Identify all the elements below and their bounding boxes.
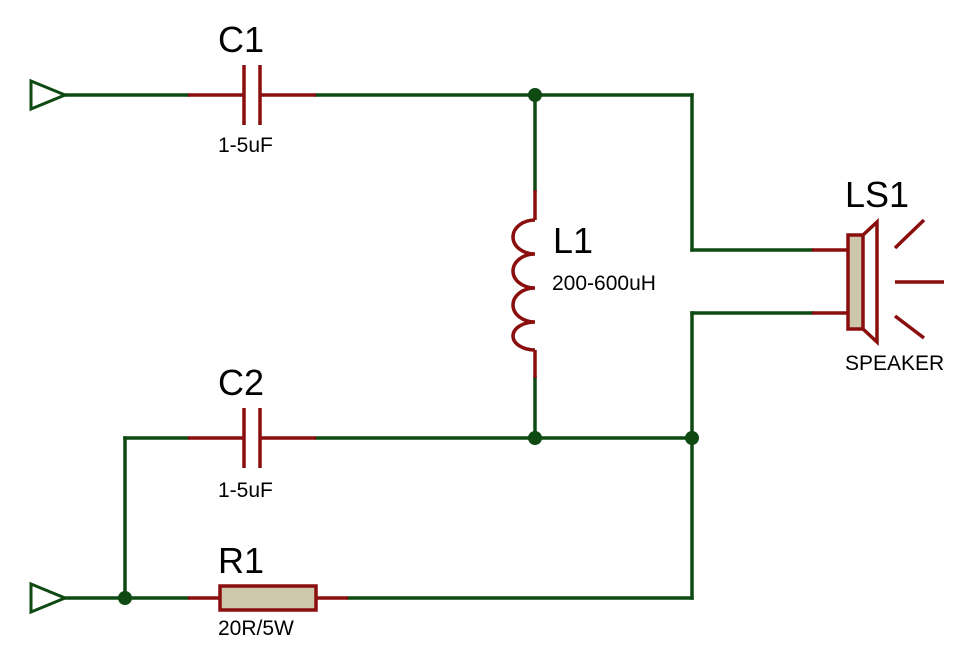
junction-top bbox=[528, 88, 542, 102]
resistor-r1 bbox=[188, 584, 348, 612]
c1-value-label: 1-5uF bbox=[218, 134, 273, 157]
junction-bottom-left bbox=[118, 591, 132, 605]
l1-ref-label: L1 bbox=[553, 220, 593, 261]
junction-mid-right bbox=[685, 431, 699, 445]
l1-value-label: 200-600uH bbox=[552, 272, 656, 295]
ls1-ref-label: LS1 bbox=[845, 174, 909, 215]
junction-mid-left bbox=[528, 431, 542, 445]
c2-ref-label: C2 bbox=[218, 362, 264, 403]
sound-wave-top bbox=[893, 218, 926, 250]
c1-ref-label: C1 bbox=[218, 19, 264, 60]
r1-value-label: 20R/5W bbox=[218, 617, 294, 640]
speaker-ls1-icon bbox=[812, 217, 944, 347]
input-terminal-bottom-icon bbox=[29, 581, 69, 615]
ls1-value-label: SPEAKER bbox=[845, 352, 944, 375]
capacitor-c1 bbox=[188, 65, 316, 125]
c2-value-label: 1-5uF bbox=[218, 479, 273, 502]
wires bbox=[63, 93, 814, 600]
capacitor-c2 bbox=[188, 408, 316, 468]
input-terminal-top-icon bbox=[29, 78, 69, 112]
inductor-l1 bbox=[511, 190, 537, 378]
r1-ref-label: R1 bbox=[218, 540, 264, 581]
sound-wave-bottom bbox=[893, 314, 926, 340]
